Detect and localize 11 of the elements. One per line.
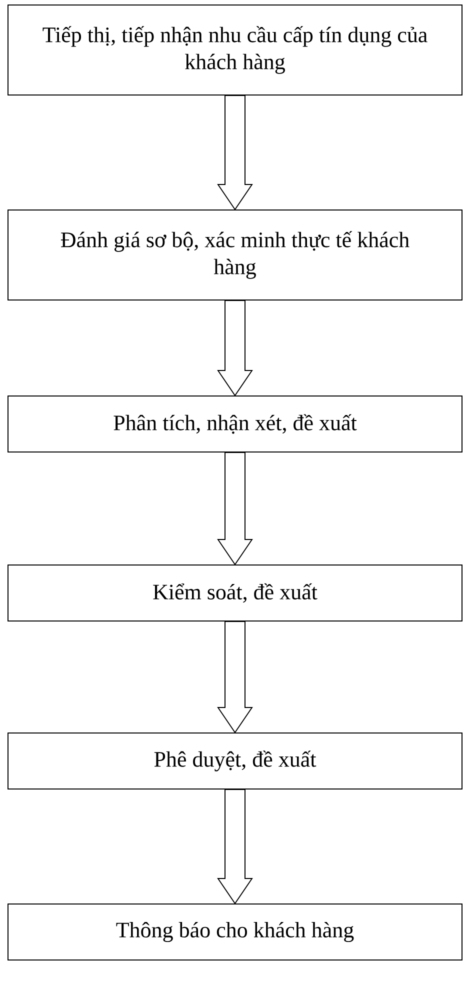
block-arrow bbox=[217, 621, 253, 734]
block-arrow bbox=[217, 452, 253, 566]
process-box: Phê duyệt, đề xuất bbox=[8, 732, 462, 790]
process-box: Kiểm soát, đề xuất bbox=[8, 564, 462, 622]
block-arrow bbox=[217, 789, 253, 904]
process-box: Thông báo cho khách hàng bbox=[8, 904, 462, 960]
process-box: Phân tích, nhận xét, đề xuất bbox=[8, 396, 462, 452]
process-box: Đánh giá sơ bộ, xác minh thực tế khách hàng bbox=[8, 210, 462, 300]
process-box: Tiếp thị, tiếp nhận nhu cầu cấp tín dụng của khách hàng bbox=[8, 4, 462, 96]
block-arrow bbox=[217, 300, 253, 396]
block-arrow bbox=[217, 95, 253, 210]
